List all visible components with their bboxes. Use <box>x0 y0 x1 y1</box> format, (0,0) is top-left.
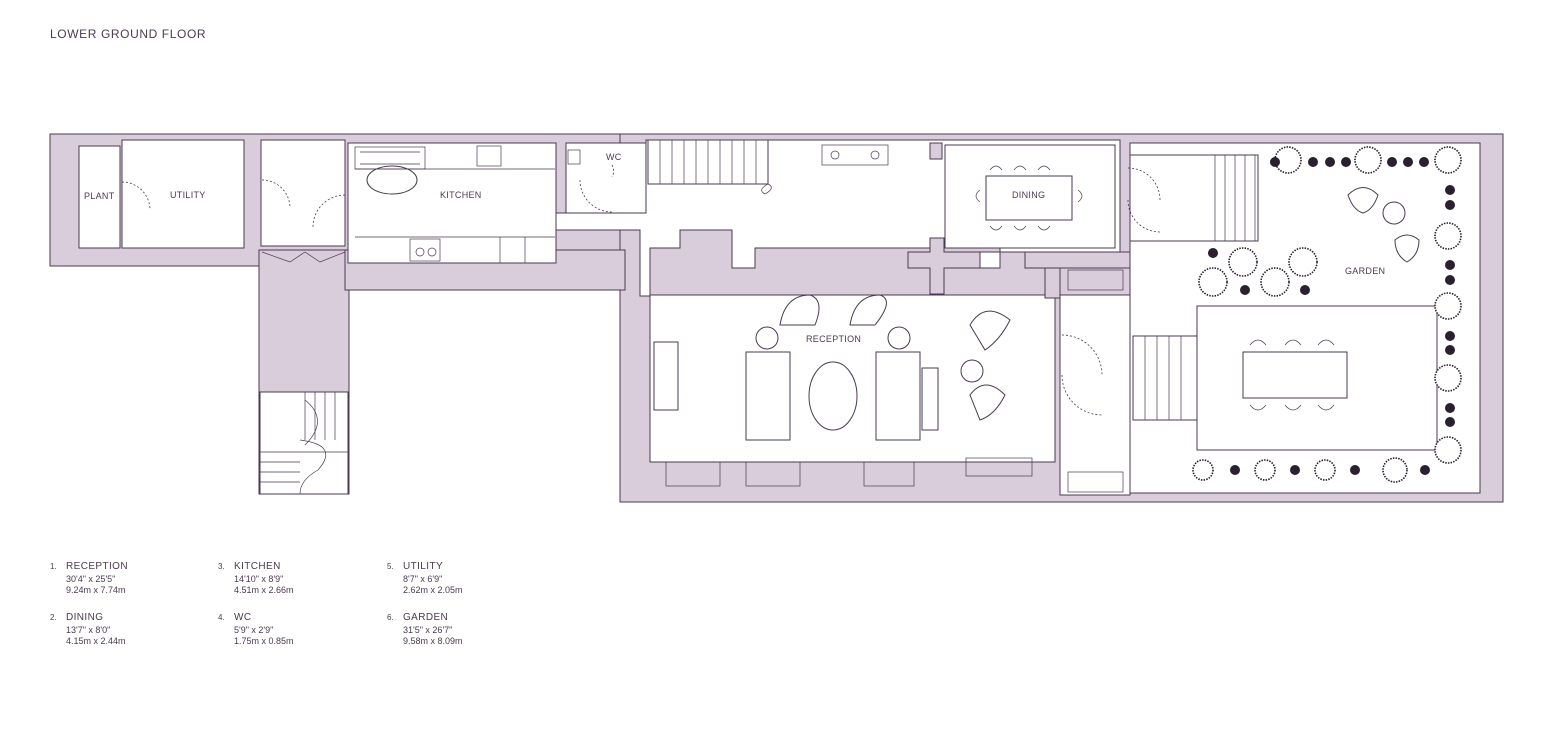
room-name: DINING <box>66 612 104 623</box>
room-metric: 4.15m x 2.44m <box>66 636 126 646</box>
room-legend: 1. RECEPTION 30'4" x 25'5" 9.24m x 7.74m… <box>50 561 550 661</box>
garden-passage <box>1059 294 1131 496</box>
room-imperial: 30'4" x 25'5" <box>66 574 116 584</box>
utility-room <box>121 139 245 249</box>
room-number: 4. <box>218 613 225 622</box>
garden-furniture <box>1067 187 1420 493</box>
room-number: 2. <box>50 613 57 622</box>
label-plant: PLANT <box>84 191 115 201</box>
dining-room <box>944 144 1116 249</box>
room-metric: 1.75m x 0.85m <box>234 636 294 646</box>
room-imperial: 31'5" x 26'7" <box>403 625 453 635</box>
kitchen-room <box>347 142 557 264</box>
room-metric: 4.51m x 2.66m <box>234 585 294 595</box>
rooms <box>78 139 1481 496</box>
room-imperial: 5'9" x 2'9" <box>234 625 274 635</box>
label-garden: GARDEN <box>1345 266 1385 276</box>
label-kitchen: KITCHEN <box>440 190 482 200</box>
pillars <box>907 142 1131 299</box>
room-imperial: 13'7" x 8'0" <box>66 625 111 635</box>
stairs-spiral <box>259 391 349 495</box>
planting <box>1192 146 1462 483</box>
room-metric: 9.58m x 8.09m <box>403 636 463 646</box>
doors <box>121 164 1161 416</box>
room-imperial: 14'10" x 8'9" <box>234 574 284 584</box>
room-metric: 2.62m x 2.05m <box>403 585 463 595</box>
room-number: 5. <box>387 562 394 571</box>
garden-terrace <box>1196 305 1438 451</box>
dining-furniture <box>975 165 1083 231</box>
plant-room <box>78 145 121 249</box>
label-reception: RECEPTION <box>806 334 861 344</box>
room-name: RECEPTION <box>66 561 128 572</box>
garden-steps-upper <box>1129 154 1259 242</box>
label-utility: UTILITY <box>170 190 206 200</box>
room-number: 3. <box>218 562 225 571</box>
label-wc: WC <box>606 152 622 162</box>
room-number: 6. <box>387 613 394 622</box>
room-name: UTILITY <box>403 561 444 572</box>
room-name: GARDEN <box>403 612 449 623</box>
stairs-garden <box>1132 155 1256 421</box>
room-name: WC <box>234 612 252 623</box>
reception-furniture <box>653 294 1033 487</box>
room-metric: 9.24m x 7.74m <box>66 585 126 595</box>
hall <box>260 139 346 247</box>
stairs-main <box>647 139 772 195</box>
room-name: KITCHEN <box>234 561 281 572</box>
floor-title: LOWER GROUND FLOOR <box>50 27 207 41</box>
label-dining: DINING <box>1012 190 1045 200</box>
wc-room <box>565 142 647 214</box>
room-number: 1. <box>50 562 57 571</box>
room-imperial: 8'7" x 6'9" <box>403 574 443 584</box>
kitchen-fixtures <box>354 144 889 263</box>
